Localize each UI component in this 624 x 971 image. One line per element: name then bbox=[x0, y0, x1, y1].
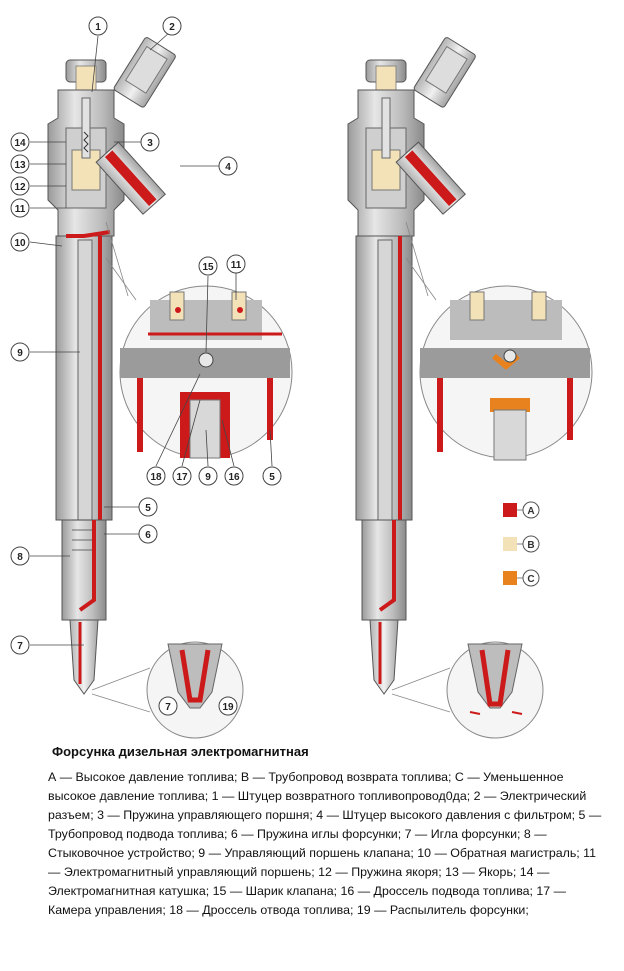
label-17: 17 bbox=[176, 472, 188, 483]
legend-label-b: B bbox=[527, 540, 534, 551]
caption-title: Форсунка дизельная электромагнитная bbox=[52, 744, 309, 759]
label-2: 2 bbox=[169, 22, 175, 33]
label-14: 14 bbox=[14, 138, 26, 149]
injector-diagram: 1 2 3 4 14 13 12 11 10 9 5 6 8 7 15 11 1… bbox=[10, 16, 593, 739]
legend-label-a: A bbox=[527, 506, 534, 517]
left-injector bbox=[47, 37, 293, 739]
label-1: 1 bbox=[95, 22, 101, 33]
label-5-detail: 5 bbox=[269, 472, 275, 483]
label-16: 16 bbox=[228, 472, 240, 483]
callout-markers bbox=[10, 16, 282, 716]
label-6: 6 bbox=[145, 530, 151, 541]
label-13: 13 bbox=[14, 160, 26, 171]
right-injector bbox=[347, 37, 593, 739]
label-12: 12 bbox=[14, 182, 26, 193]
callout-texts: 1 2 3 4 14 13 12 11 10 9 5 6 8 7 15 11 1… bbox=[14, 22, 275, 713]
label-19: 19 bbox=[222, 702, 234, 713]
label-4: 4 bbox=[225, 162, 231, 173]
caption-body: А — Высокое давление топлива; B — Трубоп… bbox=[48, 770, 602, 917]
label-5: 5 bbox=[145, 503, 151, 514]
legend-item-c: C bbox=[503, 569, 540, 587]
label-9-detail: 9 bbox=[205, 472, 211, 483]
label-8: 8 bbox=[17, 552, 23, 563]
label-9: 9 bbox=[17, 348, 23, 359]
label-7-detail: 7 bbox=[165, 702, 171, 713]
legend-item-a: A bbox=[503, 501, 540, 519]
legend: A B C bbox=[503, 501, 540, 587]
label-18: 18 bbox=[150, 472, 162, 483]
legend-label-c: C bbox=[527, 574, 534, 585]
label-15: 15 bbox=[202, 262, 214, 273]
label-11: 11 bbox=[15, 204, 26, 215]
label-11-detail: 11 bbox=[231, 260, 242, 271]
label-7: 7 bbox=[17, 641, 23, 652]
label-10: 10 bbox=[14, 238, 26, 249]
legend-item-b: B bbox=[503, 535, 540, 553]
label-3: 3 bbox=[147, 138, 153, 149]
